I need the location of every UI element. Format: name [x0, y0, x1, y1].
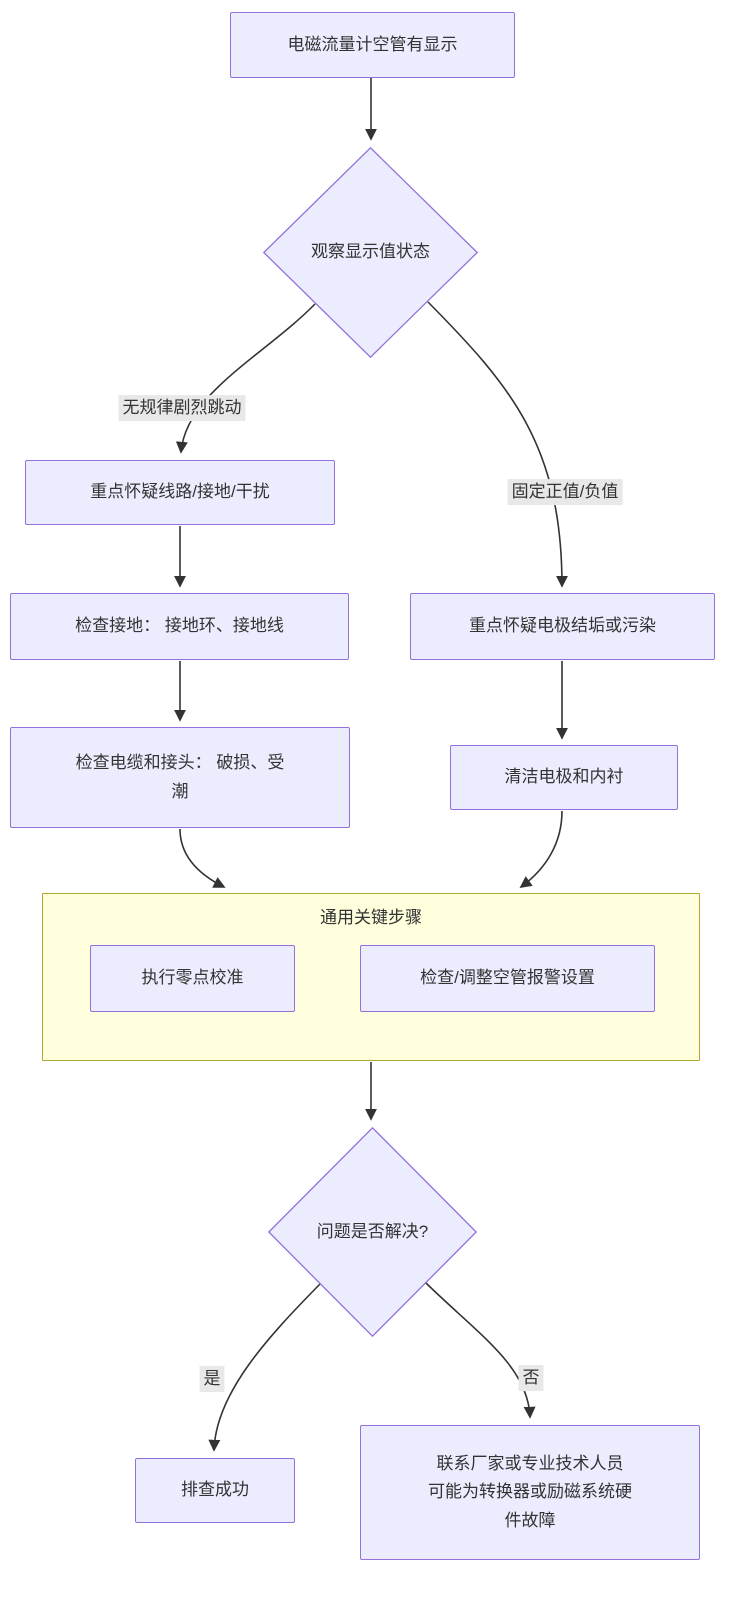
node-alarm-setting: 检查/调整空管报警设置 — [360, 945, 655, 1012]
node-contact-line1: 联系厂家或专业技术人员 — [436, 1454, 624, 1474]
container-common-steps-title: 通用关键步骤 — [320, 908, 422, 927]
node-check-grounding-label: 检查接地： 接地环、接地线 — [75, 616, 284, 636]
node-check-cables-label: 检查电缆和接头： 破损、受潮 — [75, 753, 285, 801]
node-clean-electrode-label: 清洁电极和内衬 — [504, 767, 624, 787]
node-suspect-wiring-label: 重点怀疑线路/接地/干扰 — [90, 482, 270, 502]
node-success: 排查成功 — [135, 1458, 295, 1523]
node-suspect-wiring: 重点怀疑线路/接地/干扰 — [25, 460, 335, 525]
edge-check-cables-to-common-steps — [179, 828, 226, 888]
diamond-shape — [263, 147, 478, 358]
node-decision-display-label: 观察显示值状态 — [311, 242, 430, 262]
node-start-label: 电磁流量计空管有显示 — [287, 34, 458, 54]
node-decision-resolved: 问题是否解决? — [268, 1127, 477, 1337]
edge-label-no: 否 — [518, 1365, 544, 1391]
diamond-shape — [268, 1127, 477, 1337]
edge-label-fixed-value: 固定正值/负值 — [507, 479, 623, 505]
node-check-grounding: 检查接地： 接地环、接地线 — [10, 593, 349, 660]
node-alarm-setting-label: 检查/调整空管报警设置 — [420, 968, 595, 988]
node-success-label: 排查成功 — [181, 1480, 249, 1500]
node-start: 电磁流量计空管有显示 — [230, 12, 515, 78]
node-check-cables: 检查电缆和接头： 破损、受潮 — [10, 727, 350, 828]
node-clean-electrode: 清洁电极和内衬 — [450, 745, 678, 810]
node-zero-calibration-label: 执行零点校准 — [141, 968, 244, 988]
node-decision-resolved-label: 问题是否解决? — [316, 1221, 429, 1241]
node-contact-manufacturer: 联系厂家或专业技术人员 可能为转换器或励磁系统硬件故障 — [360, 1425, 700, 1560]
node-suspect-electrode-label: 重点怀疑电极结垢或污染 — [469, 616, 656, 636]
node-contact-line2: 可能为转换器或励磁系统硬件故障 — [428, 1482, 632, 1530]
edge-clean-electrode-to-common-steps — [519, 810, 563, 889]
edge-label-yes: 是 — [199, 1366, 225, 1392]
node-decision-display-status: 观察显示值状态 — [263, 147, 478, 358]
node-suspect-electrode: 重点怀疑电极结垢或污染 — [410, 593, 715, 660]
edge-label-irregular-jump: 无规律剧烈跳动 — [118, 395, 246, 421]
node-zero-calibration: 执行零点校准 — [90, 945, 295, 1012]
